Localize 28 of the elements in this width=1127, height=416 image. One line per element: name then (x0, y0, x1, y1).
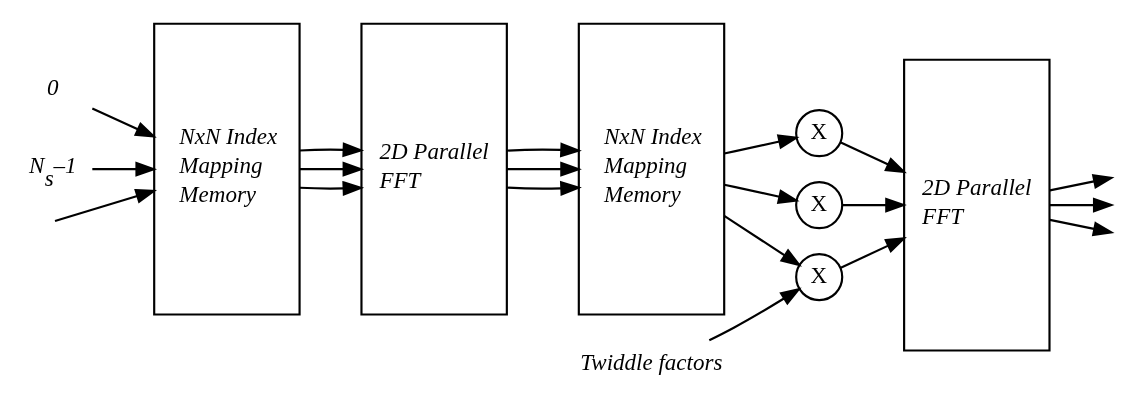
arrow (708, 287, 802, 342)
arrow (506, 180, 582, 196)
node-circle: X (795, 253, 844, 302)
arrow (92, 161, 157, 177)
arrow (1049, 218, 1115, 237)
arrow (1049, 174, 1115, 192)
node-box: 2D Parallel FFT (360, 22, 508, 316)
arrow (1049, 197, 1115, 213)
arrow (506, 142, 582, 158)
arrow (299, 161, 365, 177)
node-text: Twiddle factors (580, 349, 723, 376)
arrow (91, 107, 157, 138)
arrow (724, 183, 800, 204)
arrow (724, 134, 800, 155)
arrow (507, 161, 582, 177)
arrow (299, 142, 365, 158)
arrow (842, 197, 907, 213)
node-box: 2D Parallel FFT (903, 58, 1051, 352)
node-circle: X (795, 109, 844, 158)
arrow (299, 180, 365, 197)
arrow (840, 141, 907, 174)
node-circle: X (795, 181, 844, 230)
arrow (54, 188, 158, 222)
arrow (723, 214, 802, 267)
node-text: 0 (46, 74, 59, 101)
arrow (840, 236, 907, 269)
node-box: NxN Index Mapping Memory (577, 22, 726, 316)
node-box: NxN Index Mapping Memory (153, 22, 301, 316)
